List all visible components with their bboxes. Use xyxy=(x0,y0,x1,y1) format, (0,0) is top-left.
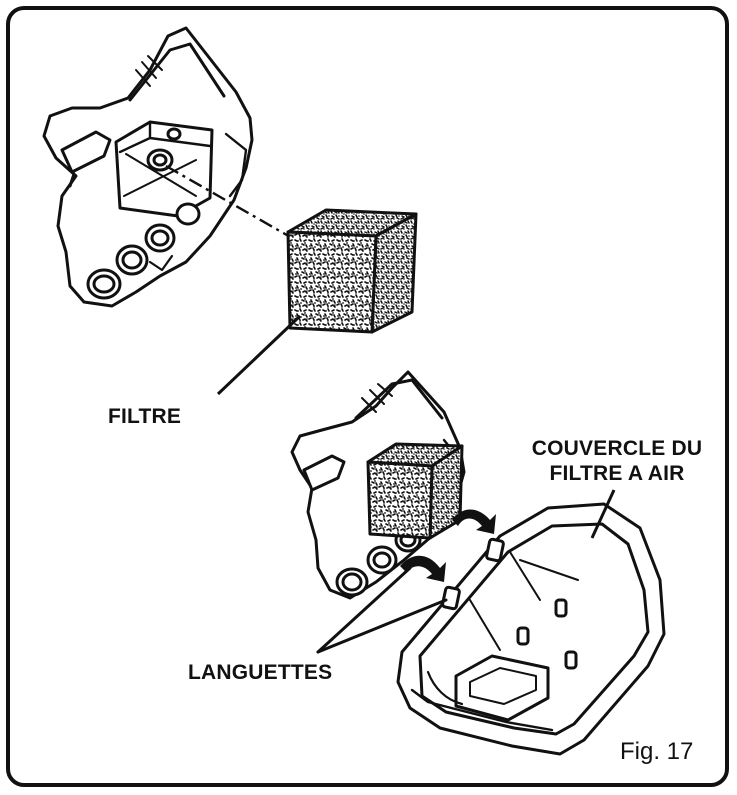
cover-leader-line xyxy=(590,489,616,539)
air-filter-cover xyxy=(396,502,666,756)
insert-arrows xyxy=(400,509,496,582)
figure-number: Fig. 17 xyxy=(620,738,694,765)
cover-label-line2: FILTRE A AIR xyxy=(549,462,685,485)
curved-arrow-icon xyxy=(452,509,496,534)
installed-foam-filter xyxy=(366,442,464,540)
tabs-label: LANGUETTES xyxy=(188,661,333,684)
alignment-line xyxy=(165,164,293,240)
filter-leader-line xyxy=(216,314,302,396)
cover-label: COUVERCLE DU FILTRE A AIR xyxy=(512,436,722,486)
curved-arrow-icon xyxy=(400,555,446,582)
tabs-leader-lines xyxy=(316,566,448,654)
filter-label: FILTRE xyxy=(108,405,182,428)
foam-filter-block xyxy=(286,208,418,334)
cover-label-line1: COUVERCLE DU xyxy=(531,437,703,460)
filter-housing-top xyxy=(42,26,254,308)
